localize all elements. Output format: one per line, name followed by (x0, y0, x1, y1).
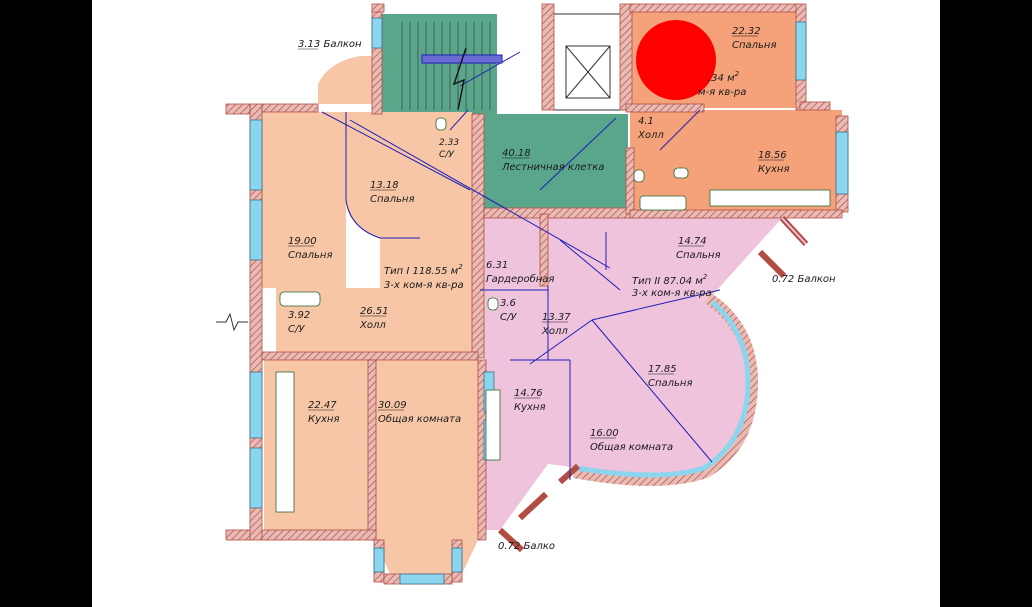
label-wc-36-name: С/У (500, 312, 517, 323)
labels: 3.13 Балкон 2.33 С/У 40.18 Лестничная кл… (288, 26, 836, 552)
label-bedroom-1900-name: Спальня (288, 250, 333, 261)
label-bedroom-top-area: 22.32 (732, 26, 761, 37)
label-kitchen-top-name: Кухня (758, 164, 790, 175)
room-type2 (484, 218, 782, 530)
label-kitchen-2247-area: 22.47 (308, 400, 337, 411)
label-bedroom-1474-area: 14.74 (678, 236, 707, 247)
room-hall-2651 (330, 288, 476, 354)
windows (249, 17, 849, 585)
label-living-1600-area: 16.00 (590, 428, 619, 439)
svg-text:Тип I 118.55 м2: Тип I 118.55 м2 (384, 263, 463, 277)
red-marker (636, 20, 716, 100)
label-type2-area: 87.04 м (663, 276, 703, 287)
label-bedroom-1318-area: 13.18 (370, 180, 399, 191)
label-hall-top-area: 4.1 (638, 116, 654, 127)
label-type2-sup: 2 (703, 273, 708, 281)
label-bedroom-1474-name: Спальня (676, 250, 721, 261)
elevator-shaft (552, 13, 626, 111)
label-stairwell-name: Лестничная клетка (501, 162, 604, 173)
elevator-icon (565, 45, 611, 99)
floor-plan: 3.13 Балкон 2.33 С/У 40.18 Лестничная кл… (92, 0, 940, 607)
label-bedroom-1785-name: Спальня (648, 378, 693, 389)
break-symbol (216, 312, 248, 332)
label-balcony-bottom-area: 0.72 (498, 541, 520, 552)
label-wc-36-area: 3.6 (500, 298, 516, 309)
label-wc-392-area: 3.92 (288, 310, 310, 321)
label-balcony-left-top-area: 3.13 (298, 39, 320, 50)
label-type1-subtitle: 3-х ком-я кв-ра (384, 280, 464, 291)
label-apt-top-sup: 2 (735, 70, 740, 78)
label-balcony-right-area: 0.72 (772, 274, 794, 285)
label-living-3009-area: 30.09 (378, 400, 407, 411)
label-hall-1337-area: 13.37 (542, 312, 571, 323)
label-hall-2651-name: Холл (359, 320, 386, 331)
balcony-rail-right (757, 215, 809, 279)
label-bedroom-1900-area: 19.00 (288, 236, 317, 247)
area-underlines (288, 35, 784, 439)
label-type1-title: Тип I (384, 266, 409, 277)
label-apt-top-area: .34 м (708, 73, 735, 84)
label-balcony-bottom-name: Балко (523, 541, 555, 552)
label-type2-title: Тип II (632, 276, 660, 287)
label-kitchen-top-area: 18.56 (758, 150, 787, 161)
svg-text:0.72 Балкон: 0.72 Балкон (772, 274, 836, 285)
room-stairwell-upper (382, 14, 497, 114)
svg-text:Тип II 87.04 м2: Тип II 87.04 м2 (632, 273, 708, 287)
label-type1-sup: 2 (458, 263, 463, 271)
label-stairwell-area: 40.18 (502, 148, 531, 159)
room-corridor-type1 (380, 162, 476, 290)
label-type1-area: 118.55 м (412, 266, 458, 277)
fixtures (275, 117, 831, 513)
label-hall-2651-area: 26.51 (360, 306, 389, 317)
label-bedroom-1318-name: Спальня (370, 194, 415, 205)
label-kitchen-2247-name: Кухня (308, 414, 340, 425)
label-wardrobe-area: 6.31 (486, 260, 508, 271)
svg-text:0.72 Балко: 0.72 Балко (498, 541, 555, 552)
room-bedroom-1900 (262, 112, 346, 288)
floor-plan-drawing: 3.13 Балкон 2.33 С/У 40.18 Лестничная кл… (216, 3, 849, 585)
label-balcony-right-name: Балкон (797, 274, 836, 285)
label-kitchen-1476-name: Кухня (514, 402, 546, 413)
label-balcony-left-top-name: Балкон (323, 39, 362, 50)
label-kitchen-1476-area: 14.76 (514, 388, 543, 399)
room-living-3009 (374, 360, 478, 578)
construction-lines (321, 51, 721, 480)
stair-break-line (452, 47, 467, 111)
room-hall-top (630, 110, 702, 152)
stair-flight (401, 22, 491, 110)
room-balcony-left-top (318, 56, 372, 104)
label-living-1600-name: Общая комната (590, 441, 673, 453)
svg-text:3.13 Балкон: 3.13 Балкон (298, 39, 362, 50)
label-apt-top-subtitle: м-я кв-ра (698, 87, 746, 98)
label-bedroom-top-name: Спальня (732, 40, 777, 51)
label-hall-top-name: Холл (637, 130, 664, 141)
label-wc-392-name: С/У (288, 324, 305, 335)
svg-text:.34 м2: .34 м2 (708, 70, 740, 84)
label-bedroom-1785-area: 17.85 (648, 364, 677, 375)
label-hall-1337-name: Холл (541, 326, 568, 337)
label-wc-top-left-area: 2.33 (439, 138, 459, 148)
label-wc-top-left-name: С/У (439, 150, 454, 160)
bay-window-wall (572, 293, 759, 486)
balcony-rail-bottom (497, 463, 580, 553)
label-living-3009-name: Общая комната (378, 413, 461, 425)
label-type2-subtitle: 3-х ком-я кв-ра (632, 288, 712, 299)
label-wardrobe-name: Гардеробная (486, 273, 554, 285)
